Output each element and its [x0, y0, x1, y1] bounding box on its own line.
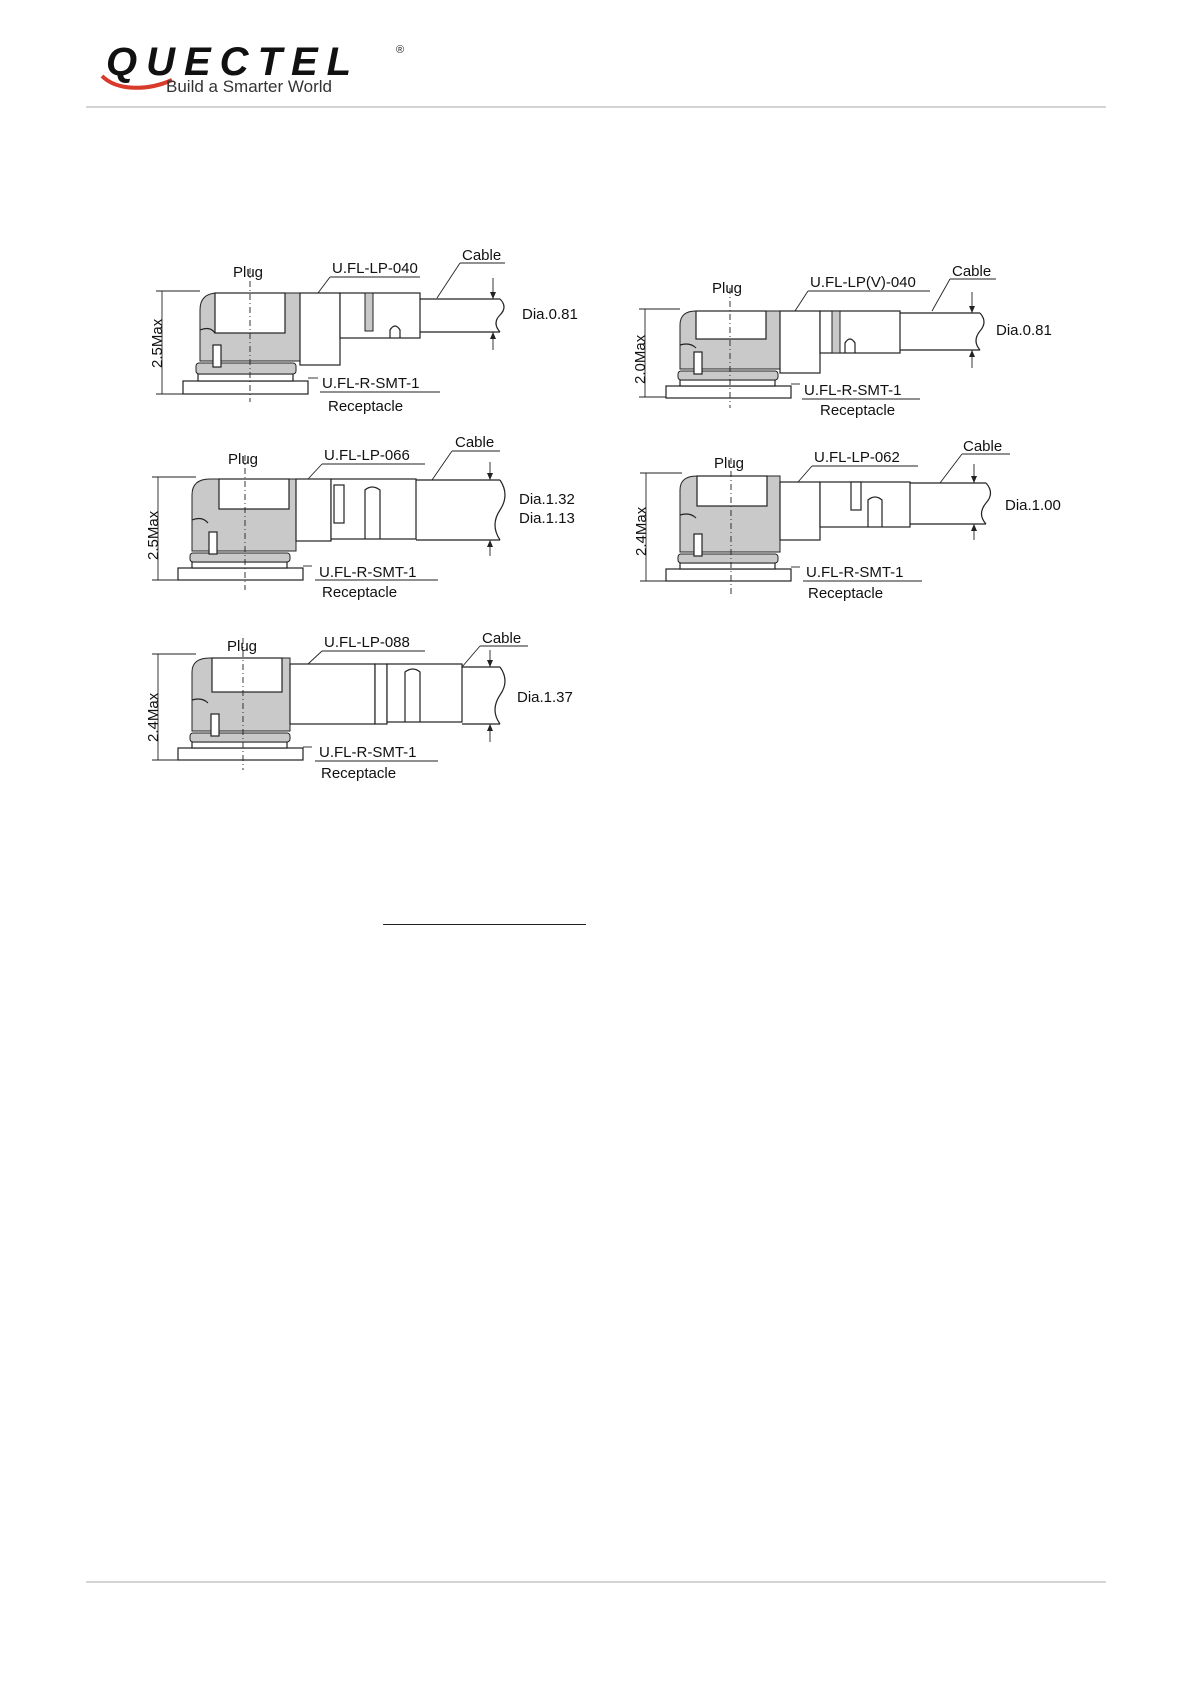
fig5-height-label: 2.4Max [145, 692, 162, 742]
fig2-height-label: 2.0Max [632, 334, 649, 384]
fig1-cable-label: Cable [462, 247, 501, 264]
fig3-plug-label: Plug [228, 451, 258, 468]
fig2-diameter-label: Dia.0.81 [996, 322, 1052, 339]
fig3-diameter-label-2: Dia.1.13 [519, 510, 575, 527]
fig1-receptacle-part: U.FL-R-SMT-1 [322, 375, 420, 392]
fig2-receptacle-part: U.FL-R-SMT-1 [804, 382, 902, 399]
fig5-part-label: U.FL-LP-088 [324, 634, 410, 651]
figure-u-fl-lp-066: 2.5Max Plug U.FL-LP-066 Cable Dia.1.32 D… [145, 434, 575, 601]
fig1-part-label: U.FL-LP-040 [332, 260, 418, 277]
fig4-cable-label: Cable [963, 438, 1002, 455]
fig1-receptacle-label: Receptacle [328, 398, 403, 415]
fig3-part-label: U.FL-LP-066 [324, 447, 410, 464]
fig2-part-label: U.FL-LP(V)-040 [810, 274, 916, 291]
fig4-height-label: 2.4Max [633, 506, 650, 556]
fig3-height-label: 2.5Max [145, 510, 162, 560]
underline-mark [383, 924, 586, 925]
logo-tagline: Build a Smarter World [166, 77, 332, 96]
figure-u-fl-lp-040: 2.5Max Plug U.FL-LP-040 Cable Dia. [149, 247, 578, 415]
fig3-receptacle-part: U.FL-R-SMT-1 [319, 564, 417, 581]
fig1-height-label: 2.5Max [149, 318, 166, 368]
fig3-cable-label: Cable [455, 434, 494, 451]
figure-u-fl-lp-062: 2.4Max Plug U.FL-LP-062 Cable Dia.1.00 U… [633, 438, 1061, 602]
fig4-diameter-label: Dia.1.00 [1005, 497, 1061, 514]
figure-u-fl-lp-088: 2.4Max Plug U.FL-LP-088 Cable Dia.1.37 U… [145, 630, 573, 782]
fig2-plug-label: Plug [712, 280, 742, 297]
fig4-plug-label: Plug [714, 455, 744, 472]
footer-divider [86, 1581, 1106, 1583]
logo-registered-mark: ® [396, 44, 405, 56]
fig5-diameter-label: Dia.1.37 [517, 689, 573, 706]
fig5-receptacle-part: U.FL-R-SMT-1 [319, 744, 417, 761]
fig5-plug-label: Plug [227, 638, 257, 655]
fig1-plug-label: Plug [233, 264, 263, 281]
fig5-cable-label: Cable [482, 630, 521, 647]
logo-wordmark: QUECTEL [106, 40, 361, 84]
fig1-diameter-label: Dia.0.81 [522, 306, 578, 323]
figure-u-fl-lp-v-040: 2.0Max Plug U.FL-LP(V)-040 Cable Dia.0.8… [632, 263, 1052, 419]
fig2-cable-label: Cable [952, 263, 991, 280]
fig5-receptacle-label: Receptacle [321, 765, 396, 782]
header-divider [86, 106, 1106, 108]
fig3-diameter-label-1: Dia.1.32 [519, 491, 575, 508]
fig4-receptacle-label: Receptacle [808, 585, 883, 602]
fig2-receptacle-label: Receptacle [820, 402, 895, 419]
logo-swoosh-icon [100, 74, 173, 90]
fig3-receptacle-label: Receptacle [322, 584, 397, 601]
company-logo: QUECTEL ® Build a Smarter World [100, 40, 440, 100]
fig4-receptacle-part: U.FL-R-SMT-1 [806, 564, 904, 581]
fig4-part-label: U.FL-LP-062 [814, 449, 900, 466]
